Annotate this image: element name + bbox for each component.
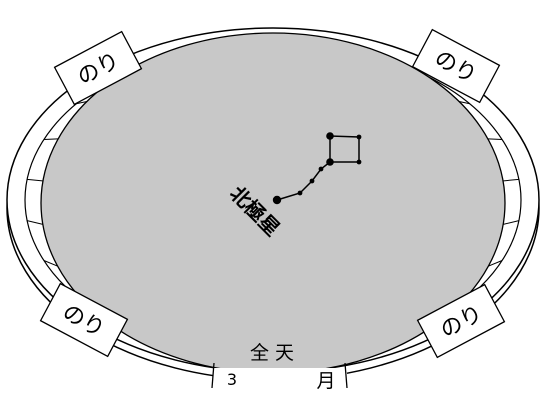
month-number: 3 xyxy=(227,370,237,389)
star xyxy=(326,132,334,140)
star xyxy=(319,167,324,172)
polaris-star xyxy=(273,196,281,204)
star xyxy=(357,160,362,165)
month-unit: 月 xyxy=(316,370,335,392)
star xyxy=(310,179,315,184)
star xyxy=(298,191,303,196)
star xyxy=(326,158,334,166)
star xyxy=(357,135,362,140)
full-sky-label: 全 天 xyxy=(250,342,294,364)
